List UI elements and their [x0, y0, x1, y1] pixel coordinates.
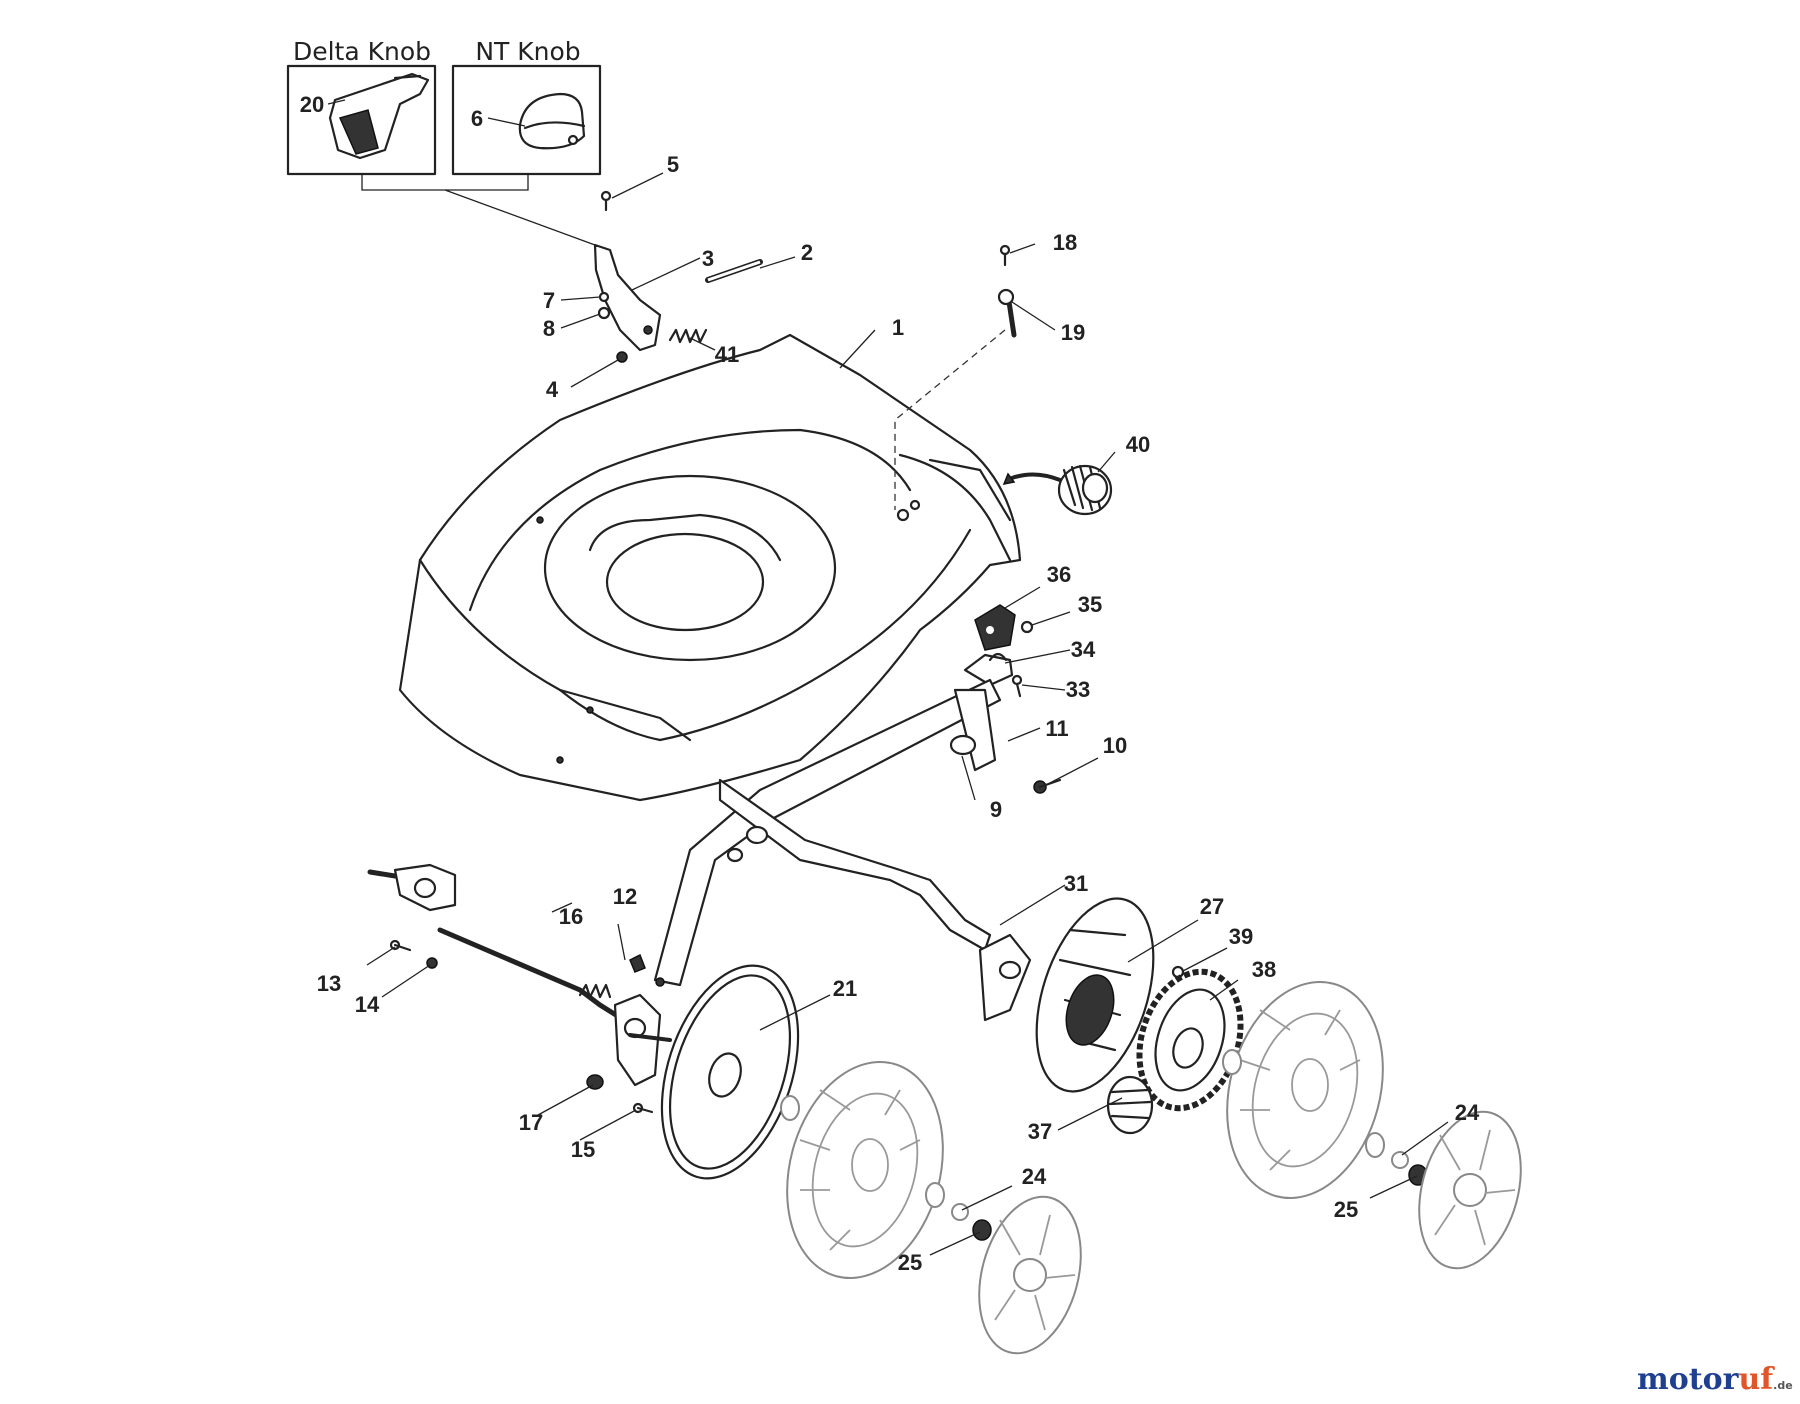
brand-main-text: motor: [1637, 1362, 1740, 1397]
bracket-36: [974, 604, 1016, 651]
delta-knob-box: Delta Knob: [286, 37, 437, 176]
callout-11: 11: [1045, 716, 1068, 741]
callout-6: 6: [471, 106, 483, 131]
screw-18: [999, 244, 1011, 267]
callout-35: 35: [1078, 592, 1102, 617]
callout-7: 7: [543, 288, 555, 313]
svg-text:motoruf.de: motoruf.de: [1637, 1362, 1793, 1397]
delta-knob-part: [328, 72, 430, 160]
brand-tld-text: .de: [1773, 1379, 1793, 1392]
washer-24-rear: [1391, 1151, 1409, 1169]
screw-13: [389, 939, 412, 952]
nut-25-front: [972, 1219, 992, 1241]
front-wheel-cover-21: [660, 964, 800, 1180]
callout-20: 20: [300, 92, 324, 117]
callout-13: 13: [317, 971, 341, 996]
callout-24-rear: 24: [1455, 1100, 1480, 1125]
callout-40: 40: [1126, 432, 1150, 457]
callout-19: 19: [1061, 320, 1085, 345]
spring-41: [668, 328, 708, 344]
screw-35: [1020, 620, 1034, 634]
callout-15: 15: [571, 1137, 595, 1162]
bolt-10: [1033, 778, 1062, 794]
nut-8: [597, 306, 611, 320]
callout-5: 5: [667, 152, 679, 177]
brand-watermark: motoruf.de: [1637, 1362, 1793, 1397]
callout-25-front: 25: [898, 1250, 922, 1275]
callout-12: 12: [613, 884, 637, 909]
bearing-right: [925, 1182, 945, 1208]
mower-deck: [398, 333, 1022, 802]
delta-knob-title: Delta Knob: [293, 37, 431, 66]
front-wheel: [786, 1060, 944, 1280]
callout-4: 4: [546, 377, 559, 402]
callout-2: 2: [801, 240, 813, 265]
callout-27: 27: [1200, 894, 1224, 919]
callout-24-front: 24: [1022, 1164, 1047, 1189]
washer-24-front: [951, 1203, 969, 1221]
bearing-rear-left: [1222, 1049, 1242, 1075]
front-axle-16: [367, 863, 672, 1087]
bearing-left: [780, 1095, 800, 1121]
callout-8: 8: [543, 316, 555, 341]
callout-18: 18: [1053, 230, 1077, 255]
callout-9: 9: [990, 797, 1002, 822]
pinion-37: [1106, 1075, 1154, 1135]
screw-5: [600, 190, 612, 212]
callout-21: 21: [833, 976, 857, 1001]
callout-34: 34: [1071, 637, 1096, 662]
nt-knob-box: NT Knob: [451, 37, 602, 176]
rear-wheel-cover-27: [1035, 897, 1155, 1093]
callout-33: 33: [1066, 677, 1090, 702]
screw-33: [1011, 674, 1023, 698]
callout-31: 31: [1064, 871, 1088, 896]
washer-9: [949, 734, 977, 756]
nut-4: [616, 351, 628, 363]
pin-2: [705, 259, 763, 283]
knob-bracket-leader: [361, 174, 596, 246]
callout-3: 3: [702, 246, 714, 271]
rear-hubcap: [1418, 1110, 1522, 1270]
callout-39: 39: [1229, 924, 1253, 949]
bearing-rear-right: [1365, 1132, 1385, 1158]
leader-lines: [327, 99, 1449, 1256]
callout-41: 41: [715, 342, 739, 367]
callout-38: 38: [1252, 957, 1276, 982]
nut-12: [629, 953, 646, 973]
nt-knob-part: [518, 92, 586, 150]
callout-36: 36: [1047, 562, 1071, 587]
pin-19: [997, 288, 1017, 338]
washer-7: [598, 291, 610, 303]
callout-10: 10: [1103, 733, 1127, 758]
callout-25-rear: 25: [1334, 1197, 1358, 1222]
brand-accent-text: uf: [1738, 1362, 1775, 1397]
callout-14: 14: [355, 992, 380, 1017]
screw-15: [632, 1102, 654, 1114]
front-hubcap: [978, 1195, 1082, 1355]
rear-axle-frame-31: [653, 678, 1062, 1022]
callout-16: 16: [559, 904, 583, 929]
callouts: 20 6 5 2 3 7 8 4 41 18 19 1 40 36 35 34 …: [300, 92, 1480, 1275]
callout-1: 1: [892, 315, 904, 340]
height-lever: [593, 243, 662, 352]
callout-17: 17: [519, 1110, 543, 1135]
roller-40: [1002, 464, 1113, 516]
nt-knob-title: NT Knob: [475, 37, 580, 66]
callout-37: 37: [1028, 1119, 1052, 1144]
